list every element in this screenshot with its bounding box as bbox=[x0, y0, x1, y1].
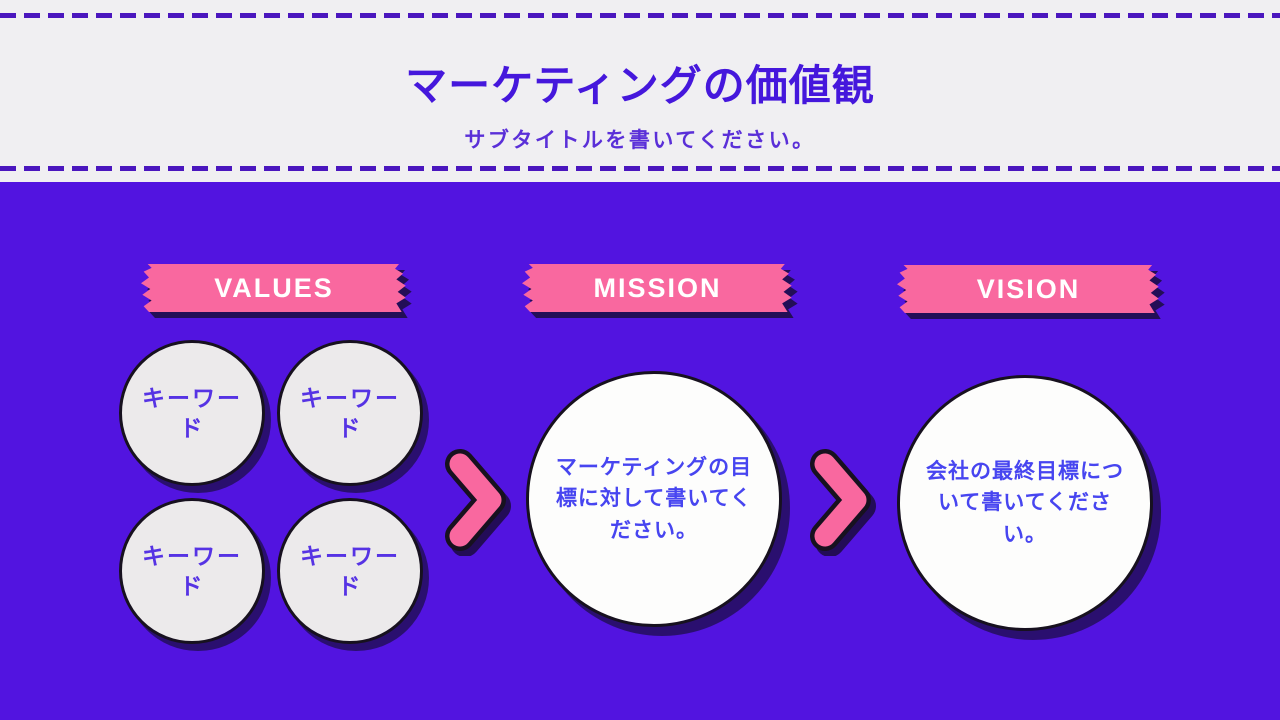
mission-ribbon: MISSION bbox=[522, 264, 793, 312]
slide-header: マーケティングの価値観 サブタイトルを書いてください。 bbox=[0, 0, 1280, 182]
chevron-right-icon bbox=[810, 449, 876, 556]
keyword-circle-text: キーワード bbox=[300, 542, 400, 599]
slide-subtitle: サブタイトルを書いてください。 bbox=[464, 129, 816, 152]
mission-circle: マーケティングの目標に対して書いてください。 bbox=[526, 371, 782, 627]
keyword-circle-text: キーワード bbox=[142, 542, 242, 599]
vision-tape-shape: VISION bbox=[897, 265, 1159, 313]
keyword-circle-text: キーワード bbox=[300, 384, 400, 441]
vision-ribbon: VISION bbox=[897, 265, 1160, 313]
values-ribbon: VALUES bbox=[141, 264, 407, 312]
vision-circle-text: 会社の最終目標について書いてください。 bbox=[926, 460, 1124, 546]
vision-ribbon-label: VISION bbox=[976, 273, 1081, 304]
main-panel: VALUES MISSION VISION キーワード キーワード キーワード … bbox=[0, 182, 1280, 720]
vision-circle: 会社の最終目標について書いてください。 bbox=[897, 375, 1153, 631]
dashed-divider-bottom bbox=[0, 166, 1280, 171]
mission-circle-text: マーケティングの目標に対して書いてください。 bbox=[555, 456, 753, 542]
values-ribbon-label: VALUES bbox=[214, 272, 334, 303]
mission-ribbon-label: MISSION bbox=[593, 272, 722, 303]
chevron-right-icon bbox=[445, 449, 511, 556]
values-tape-shape: VALUES bbox=[141, 264, 406, 312]
mission-tape-shape: MISSION bbox=[522, 264, 792, 312]
keyword-circle-text: キーワード bbox=[142, 384, 242, 441]
slide-title: マーケティングの価値観 bbox=[405, 62, 875, 109]
keyword-circle-1: キーワード bbox=[119, 340, 265, 486]
keyword-circle-3: キーワード bbox=[119, 498, 265, 644]
keyword-circle-4: キーワード bbox=[277, 498, 423, 644]
dashed-divider-top bbox=[0, 13, 1280, 18]
keyword-circle-2: キーワード bbox=[277, 340, 423, 486]
